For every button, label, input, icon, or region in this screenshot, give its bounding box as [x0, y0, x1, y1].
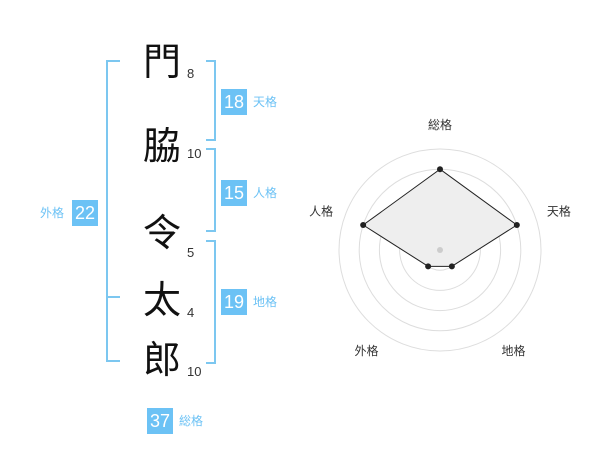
name-char-1: 門 [142, 40, 181, 84]
jinkaku-label: 人格 [253, 186, 278, 200]
gaikaku-label: 外格 [40, 206, 65, 220]
stroke-count-5: 10 [187, 364, 202, 379]
jinkaku-bracket [206, 148, 216, 232]
radar-axis-label: 天格 [547, 203, 571, 218]
radar-point [448, 263, 455, 270]
jinkaku-value: 15 [221, 180, 247, 206]
radar-point [425, 263, 432, 270]
radar-point [513, 222, 520, 229]
radar-point [437, 166, 443, 173]
gaikaku-value: 22 [72, 200, 98, 226]
name-char-3: 令 [142, 211, 181, 255]
radar-area [362, 168, 518, 267]
soukaku-label: 総格 [179, 414, 204, 428]
gaikaku-bracket-notch [106, 296, 120, 298]
chikaku-value: 19 [221, 289, 247, 315]
radar-center-dot [437, 247, 443, 253]
radar-ring [338, 148, 542, 352]
tenkaku-label: 天格 [253, 95, 278, 109]
radar-axis-label: 総格 [428, 117, 452, 132]
stroke-count-2: 10 [187, 146, 202, 161]
radar-axis-label: 地格 [501, 343, 525, 358]
radar-axis-label: 人格 [309, 203, 333, 218]
chikaku-bracket [206, 240, 216, 364]
radar-axis-label: 外格 [355, 343, 379, 358]
name-char-2: 脇 [142, 124, 181, 168]
tenkaku-value: 18 [221, 89, 247, 115]
radar-point [360, 222, 367, 229]
stroke-count-1: 8 [187, 66, 195, 81]
gaikaku-bracket [106, 60, 120, 362]
soukaku-value: 37 [147, 408, 173, 434]
tenkaku-bracket [206, 60, 216, 141]
name-char-5: 郎 [142, 338, 181, 382]
chikaku-label: 地格 [253, 295, 278, 309]
stroke-count-4: 4 [187, 305, 195, 320]
name-char-4: 太 [142, 278, 181, 322]
stroke-count-3: 5 [187, 245, 195, 260]
